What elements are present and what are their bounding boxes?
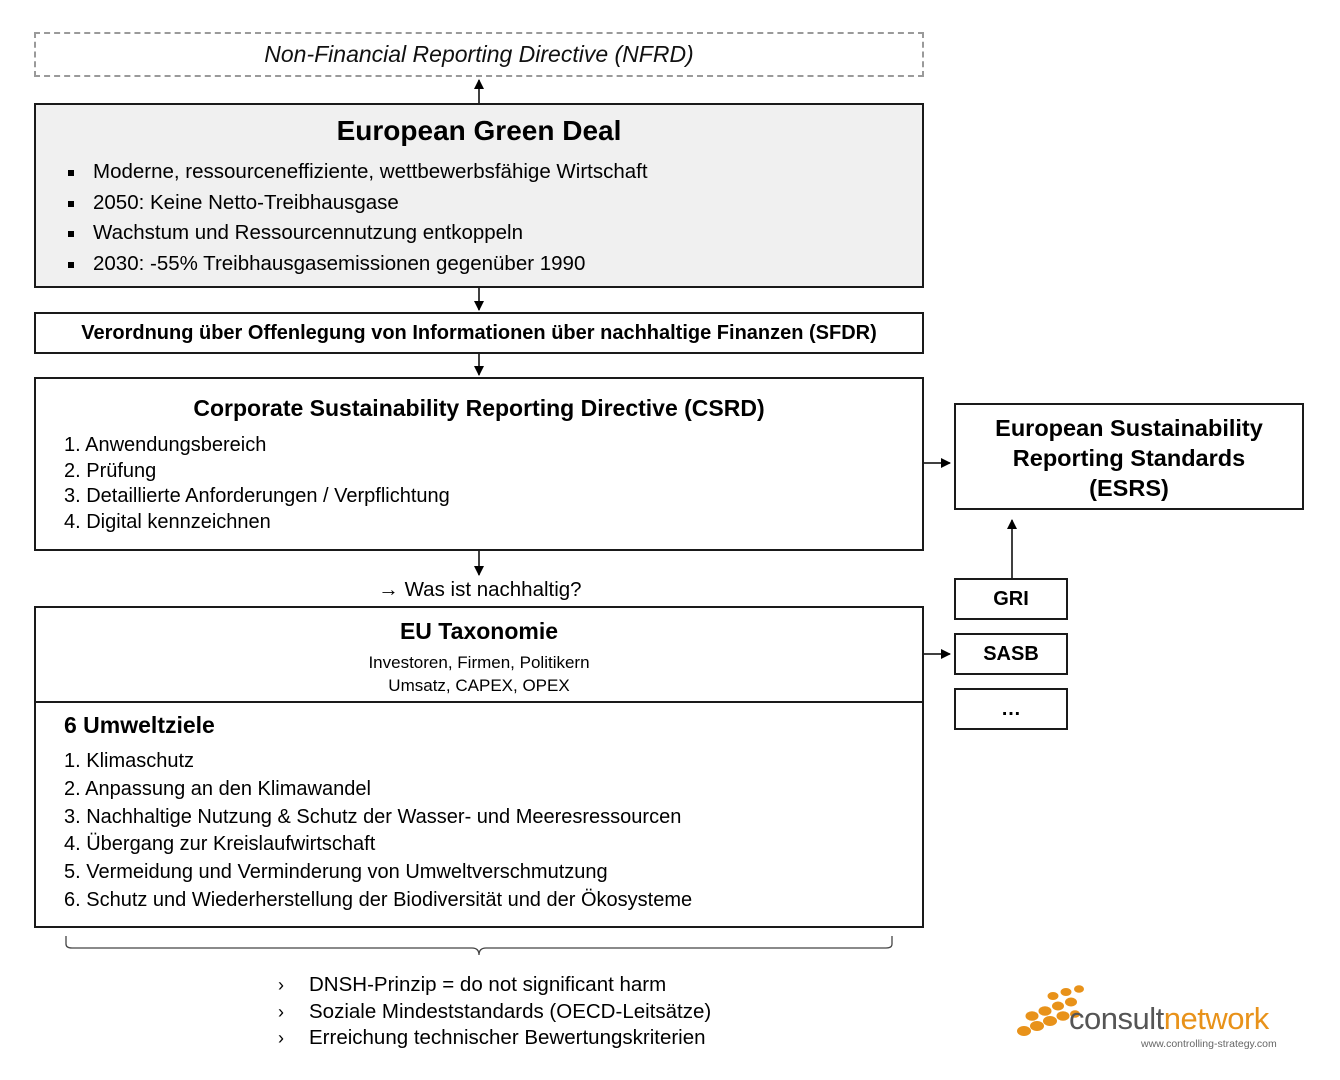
chevron-right-icon: › — [278, 1028, 284, 1048]
gri-box: GRI — [954, 578, 1068, 620]
taxonomy-box: EU Taxonomie Investoren, Firmen, Politik… — [34, 606, 924, 703]
list-item: 3. Nachhaltige Nutzung & Schutz der Wass… — [64, 805, 682, 828]
bullet-square-icon — [68, 231, 74, 237]
curly-brace — [65, 936, 893, 956]
list-item: ›Erreichung technischer Bewertungskriter… — [278, 1026, 706, 1049]
esrs-line-3: (ESRS) — [1089, 475, 1169, 501]
csrd-list: 1. Anwendungsbereich 2. Prüfung 3. Detai… — [64, 433, 450, 535]
list-item: Wachstum und Ressourcennutzung entkoppel… — [66, 218, 648, 249]
green-deal-title: European Green Deal — [336, 115, 622, 146]
sasb-box: SASB — [954, 633, 1068, 675]
list-item: 2050: Keine Netto-Treibhausgase — [66, 188, 648, 219]
csrd-box: Corporate Sustainability Reporting Direc… — [34, 377, 924, 551]
csrd-title: Corporate Sustainability Reporting Direc… — [193, 395, 765, 421]
list-item: 1. Klimaschutz — [64, 750, 195, 772]
chevron-right-icon: › — [278, 1001, 284, 1022]
bullet-square-icon — [68, 170, 74, 176]
esrs-line-2: Reporting Standards — [1012, 445, 1246, 471]
nfrd-box: Non-Financial Reporting Directive (NFRD) — [34, 32, 924, 77]
list-item: 2. Anpassung an den Klimawandel — [64, 777, 371, 800]
chevron-right-icon: › — [278, 975, 284, 995]
bullet-square-icon — [68, 261, 74, 268]
sfdr-box: Verordnung über Offenlegung von Informat… — [34, 312, 924, 354]
environmental-goals-list: 1. Klimaschutz 2. Anpassung an den Klima… — [64, 748, 692, 915]
list-item: 1. Anwendungsbereich — [64, 434, 267, 456]
logo-wordmark: consultnetwork — [1069, 1001, 1269, 1036]
bullet-square-icon — [68, 200, 74, 207]
list-item: 5. Vermeidung und Verminderung von Umwel… — [64, 861, 608, 884]
list-item: 6. Schutz und Wiederherstellung der Biod… — [64, 888, 693, 911]
environmental-goals-box: 6 Umweltziele 1. Klimaschutz 2. Anpassun… — [34, 701, 924, 928]
green-deal-bullets: Moderne, ressourceneffiziente, wettbewer… — [66, 157, 648, 279]
esrs-box: European Sustainability Reporting Standa… — [954, 403, 1304, 510]
more-standards-box: … — [954, 688, 1068, 730]
criteria-list: ›DNSH-Prinzip = do not significant harm … — [278, 972, 711, 1052]
list-item: 3. Detaillierte Anforderungen / Verpflic… — [64, 485, 450, 507]
list-item: 4. Digital kennzeichnen — [64, 510, 271, 533]
green-deal-box: European Green Deal Moderne, ressourcene… — [34, 103, 924, 288]
esrs-line-1: European Sustainability — [995, 415, 1263, 441]
taxonomy-audience: Investoren, Firmen, Politikern — [368, 653, 590, 672]
sustainability-question: → Was ist nachhaltig? — [378, 578, 582, 601]
logo-dots-icon — [1017, 985, 1084, 1036]
taxonomy-title: EU Taxonomie — [399, 618, 559, 644]
list-item: 2. Prüfung — [64, 459, 157, 482]
consultnetwork-logo: consultnetwork www.controlling-strategy.… — [1015, 984, 1305, 1054]
list-item: ›Soziale Mindeststandards (OECD-Leitsätz… — [278, 999, 712, 1023]
list-item: Moderne, ressourceneffiziente, wettbewer… — [66, 157, 648, 188]
list-item: ›DNSH-Prinzip = do not significant harm — [278, 973, 667, 996]
environmental-goals-title: 6 Umweltziele — [64, 712, 215, 738]
list-item: 2030: -55% Treibhausgasemissionen gegenü… — [66, 249, 648, 280]
taxonomy-metrics: Umsatz, CAPEX, OPEX — [388, 676, 570, 695]
logo-url: www.controlling-strategy.com — [1141, 1038, 1277, 1050]
list-item: 4. Übergang zur Kreislaufwirtschaft — [64, 833, 376, 856]
